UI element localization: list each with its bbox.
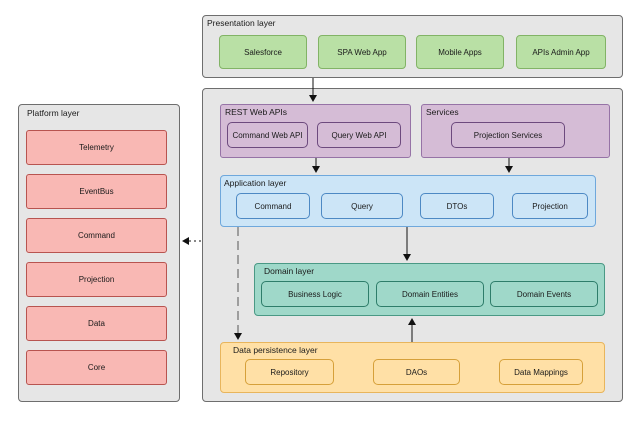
rest-web-apis-title: REST Web APIs <box>225 107 288 117</box>
services-title: Services <box>426 107 459 117</box>
data-persistence-layer-title: Data persistence layer <box>233 345 318 355</box>
projection-platform-box: Projection <box>26 262 167 297</box>
command-platform-box: Command <box>26 218 167 253</box>
salesforce-box: Salesforce <box>219 35 307 69</box>
core-box: Core <box>26 350 167 385</box>
mobile-apps-box: Mobile Apps <box>416 35 504 69</box>
domain-entities-box: Domain Entities <box>376 281 484 307</box>
business-logic-box: Business Logic <box>261 281 369 307</box>
dtos-box: DTOs <box>420 193 494 219</box>
domain-layer-title: Domain layer <box>264 266 315 276</box>
command-web-api-box: Command Web API <box>227 122 308 148</box>
application-layer-title: Application layer <box>224 178 287 188</box>
spa-web-app-box: SPA Web App <box>318 35 406 69</box>
repository-box: Repository <box>245 359 334 385</box>
query-app-box: Query <box>321 193 403 219</box>
query-web-api-box: Query Web API <box>317 122 401 148</box>
data-mappings-box: Data Mappings <box>499 359 583 385</box>
apis-admin-app-box: APIs Admin App <box>516 35 606 69</box>
daos-box: DAOs <box>373 359 460 385</box>
projection-app-box: Projection <box>512 193 588 219</box>
platform-layer-title: Platform layer <box>27 108 80 118</box>
command-app-box: Command <box>236 193 310 219</box>
data-box: Data <box>26 306 167 341</box>
domain-events-box: Domain Events <box>490 281 598 307</box>
telemetry-box: Telemetry <box>26 130 167 165</box>
eventbus-box: EventBus <box>26 174 167 209</box>
projection-services-box: Projection Services <box>451 122 565 148</box>
presentation-layer-title: Presentation layer <box>207 18 276 28</box>
